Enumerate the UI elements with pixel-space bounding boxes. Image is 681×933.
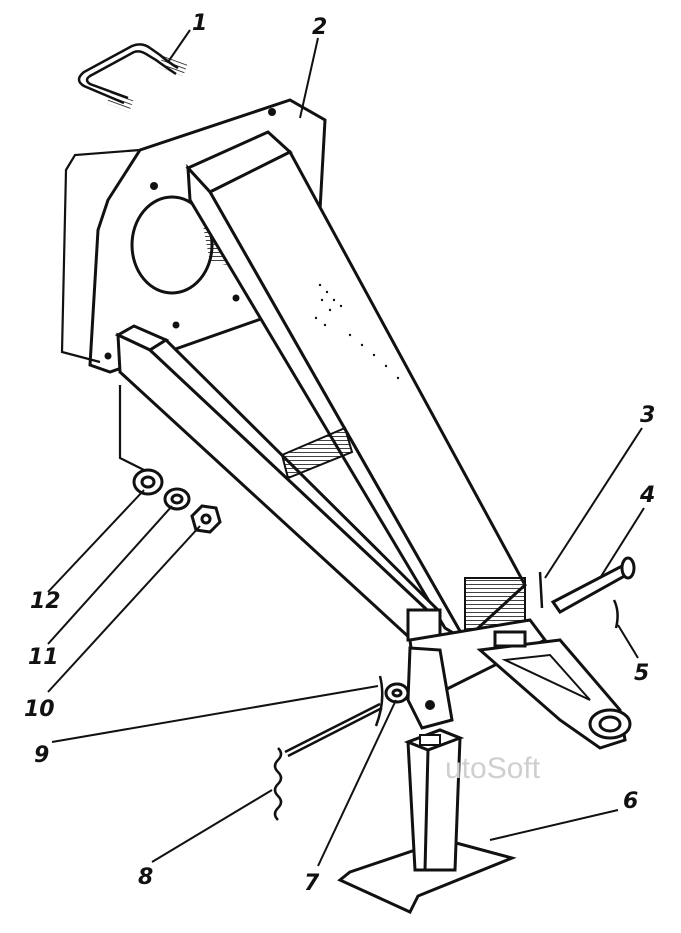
label-7: 7 [304, 871, 320, 896]
cotter-pin-5 [612, 599, 619, 629]
label-4: 4 [639, 483, 655, 508]
nut-10 [190, 504, 222, 534]
pin-with-chain-8 [273, 702, 383, 821]
label-10: 10 [24, 697, 55, 722]
u-bolt [77, 43, 188, 112]
hitch-drawbar [406, 618, 632, 750]
cotter-pin-3 [538, 571, 544, 609]
main-diagonal-beam [185, 130, 527, 645]
cotter-pin-9 [374, 675, 384, 727]
support-stand-6 [337, 728, 517, 914]
label-8: 8 [138, 865, 153, 890]
label-9: 9 [34, 743, 49, 768]
hitch-pin-4 [550, 556, 636, 614]
washer-12 [132, 468, 164, 496]
watermark: utoSoft [445, 752, 541, 785]
label-11: 11 [28, 645, 59, 670]
leader-lines [47, 29, 645, 867]
callout-labels: 1 2 3 4 5 6 7 8 9 10 11 12 [24, 11, 655, 896]
label-3: 3 [640, 403, 655, 428]
washer-7 [384, 682, 410, 704]
label-1: 1 [192, 11, 207, 36]
label-6: 6 [623, 789, 638, 814]
label-2: 2 [312, 15, 327, 40]
label-5: 5 [634, 661, 649, 686]
label-12: 12 [30, 589, 61, 614]
lock-washer-11 [163, 487, 191, 511]
